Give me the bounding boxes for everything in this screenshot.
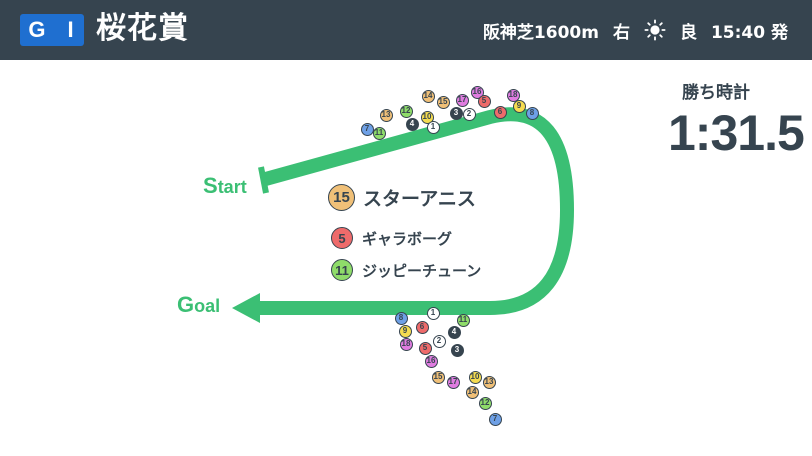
horse-name: ギャラボーグ — [362, 229, 453, 248]
horse-marker-goal: 17 — [446, 375, 460, 389]
horse-marker-start: 10 — [420, 110, 434, 124]
horse-marker-goal: 11 — [456, 313, 470, 327]
horse-marker-start: 12 — [399, 104, 413, 118]
post-time: 15:40 発 — [710, 22, 788, 43]
horse-marker-goal: 13 — [482, 375, 496, 389]
horse-marker-goal: 4 — [447, 325, 461, 339]
horse-marker-start: 17 — [455, 93, 469, 107]
horse-marker-goal: 9 — [398, 324, 412, 338]
horse-marker-start: 15 — [436, 95, 450, 109]
horse-marker-goal: 8 — [394, 311, 408, 325]
going-text: 良 — [679, 22, 697, 43]
direction-text: 右 — [612, 22, 630, 43]
track-course — [258, 107, 574, 315]
result-first: 15 スターアニス — [328, 184, 476, 211]
horse-number-badge: 5 — [331, 227, 353, 249]
horse-marker-start: 11 — [372, 126, 386, 140]
grade-badge: G I — [20, 14, 84, 46]
race-name: 桜花賞 — [96, 11, 189, 46]
horse-marker-goal: 15 — [431, 370, 445, 384]
horse-marker-start: 6 — [493, 105, 507, 119]
start-label: Start — [203, 173, 247, 198]
result-third: 11 ジッピーチューン — [331, 259, 481, 281]
race-info: 阪神芝1600m 右 良 15:40 発 — [483, 0, 788, 60]
horse-marker-goal: 2 — [432, 334, 446, 348]
course-text: 阪神芝1600m — [482, 22, 599, 43]
horse-marker-goal: 16 — [424, 354, 438, 368]
horse-marker-start: 18 — [506, 88, 520, 102]
horse-marker-start: 8 — [525, 106, 539, 120]
horse-name: スターアニス — [363, 188, 476, 210]
horse-marker-goal: 6 — [415, 320, 429, 334]
horse-number-badge: 11 — [331, 259, 353, 281]
horse-marker-goal: 18 — [399, 337, 413, 351]
horse-marker-goal: 5 — [418, 341, 432, 355]
horse-marker-goal: 12 — [478, 396, 492, 410]
result-second: 5 ギャラボーグ — [331, 227, 452, 249]
horse-number-badge: 15 — [328, 184, 355, 211]
horse-marker-start: 7 — [360, 122, 374, 136]
horse-marker-start: 5 — [477, 94, 491, 108]
sun-icon — [644, 19, 666, 41]
horse-marker-start: 14 — [421, 89, 435, 103]
horse-marker-goal: 7 — [488, 412, 502, 426]
goal-arrow-icon — [232, 293, 260, 323]
race-header: G I 桜花賞 阪神芝1600m 右 良 15:40 発 — [0, 0, 812, 60]
horse-marker-start: 2 — [462, 107, 476, 121]
winning-time-label: 勝ち時計 — [682, 83, 750, 103]
horse-marker-start: 3 — [449, 106, 463, 120]
horse-marker-start: 9 — [512, 99, 526, 113]
horse-marker-goal: 3 — [450, 343, 464, 357]
goal-label: Goal — [177, 292, 221, 317]
winning-time: 1:31.5 — [668, 105, 805, 161]
horse-marker-start: 4 — [405, 117, 419, 131]
start-marker — [258, 166, 269, 194]
horse-marker-goal: 10 — [468, 370, 482, 384]
horse-marker-start: 1 — [426, 120, 440, 134]
horse-marker-goal: 1 — [426, 306, 440, 320]
horse-marker-start: 13 — [379, 108, 393, 122]
horse-marker-goal: 14 — [465, 385, 479, 399]
horse-name: ジッピーチューン — [362, 261, 482, 280]
